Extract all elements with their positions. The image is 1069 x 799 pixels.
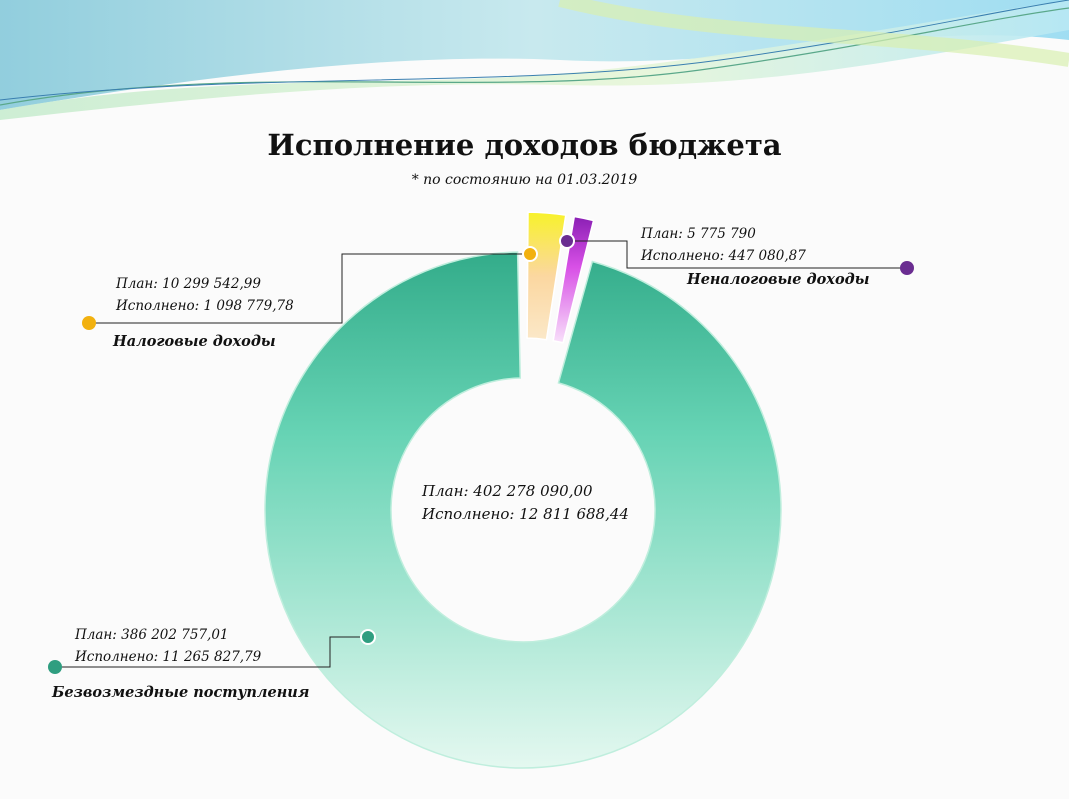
total-values: План: 402 278 090,00 Исполнено: 12 811 6… — [422, 480, 629, 526]
nontax-income-plan: План: 5 775 790 — [641, 226, 756, 242]
nontax-income-values: План: 5 775 790 Исполнено: 447 080,87 — [641, 223, 806, 267]
tax-income-plan: План: 10 299 542,99 — [116, 276, 261, 292]
grants-label-marker — [48, 660, 62, 674]
nontax-income-label: Неналоговые доходы — [687, 271, 870, 288]
nontax-income-leader-line — [567, 240, 907, 269]
nontax-income-label-marker — [900, 261, 914, 275]
nontax-income-slice-marker — [559, 233, 575, 249]
grants-leader-line — [55, 636, 368, 668]
tax-income-done: Исполнено: 1 098 779,78 — [116, 298, 294, 314]
chart-subtitle: * по состоянию на 01.03.2019 — [411, 172, 638, 188]
total-done: Исполнено: 12 811 688,44 — [422, 505, 629, 523]
chart-title: Исполнение доходов бюджета — [267, 128, 782, 162]
slice-tax-income — [526, 211, 567, 341]
grants-label: Безвозмездные поступления — [52, 684, 310, 701]
slice-grants — [264, 251, 782, 769]
grants-done: Исполнено: 11 265 827,79 — [75, 649, 262, 665]
tax-income-label-marker — [82, 316, 96, 330]
total-plan: План: 402 278 090,00 — [422, 482, 593, 500]
tax-income-slice-marker — [522, 246, 538, 262]
grants-plan: План: 386 202 757,01 — [75, 627, 229, 643]
tax-income-leader-line — [89, 253, 530, 324]
tax-income-values: План: 10 299 542,99 Исполнено: 1 098 779… — [116, 273, 294, 317]
grants-values: План: 386 202 757,01 Исполнено: 11 265 8… — [75, 624, 261, 668]
tax-income-label: Налоговые доходы — [113, 333, 276, 350]
slice-nontax-income — [552, 215, 595, 344]
nontax-income-done: Исполнено: 447 080,87 — [641, 248, 806, 264]
grants-slice-marker — [360, 629, 376, 645]
